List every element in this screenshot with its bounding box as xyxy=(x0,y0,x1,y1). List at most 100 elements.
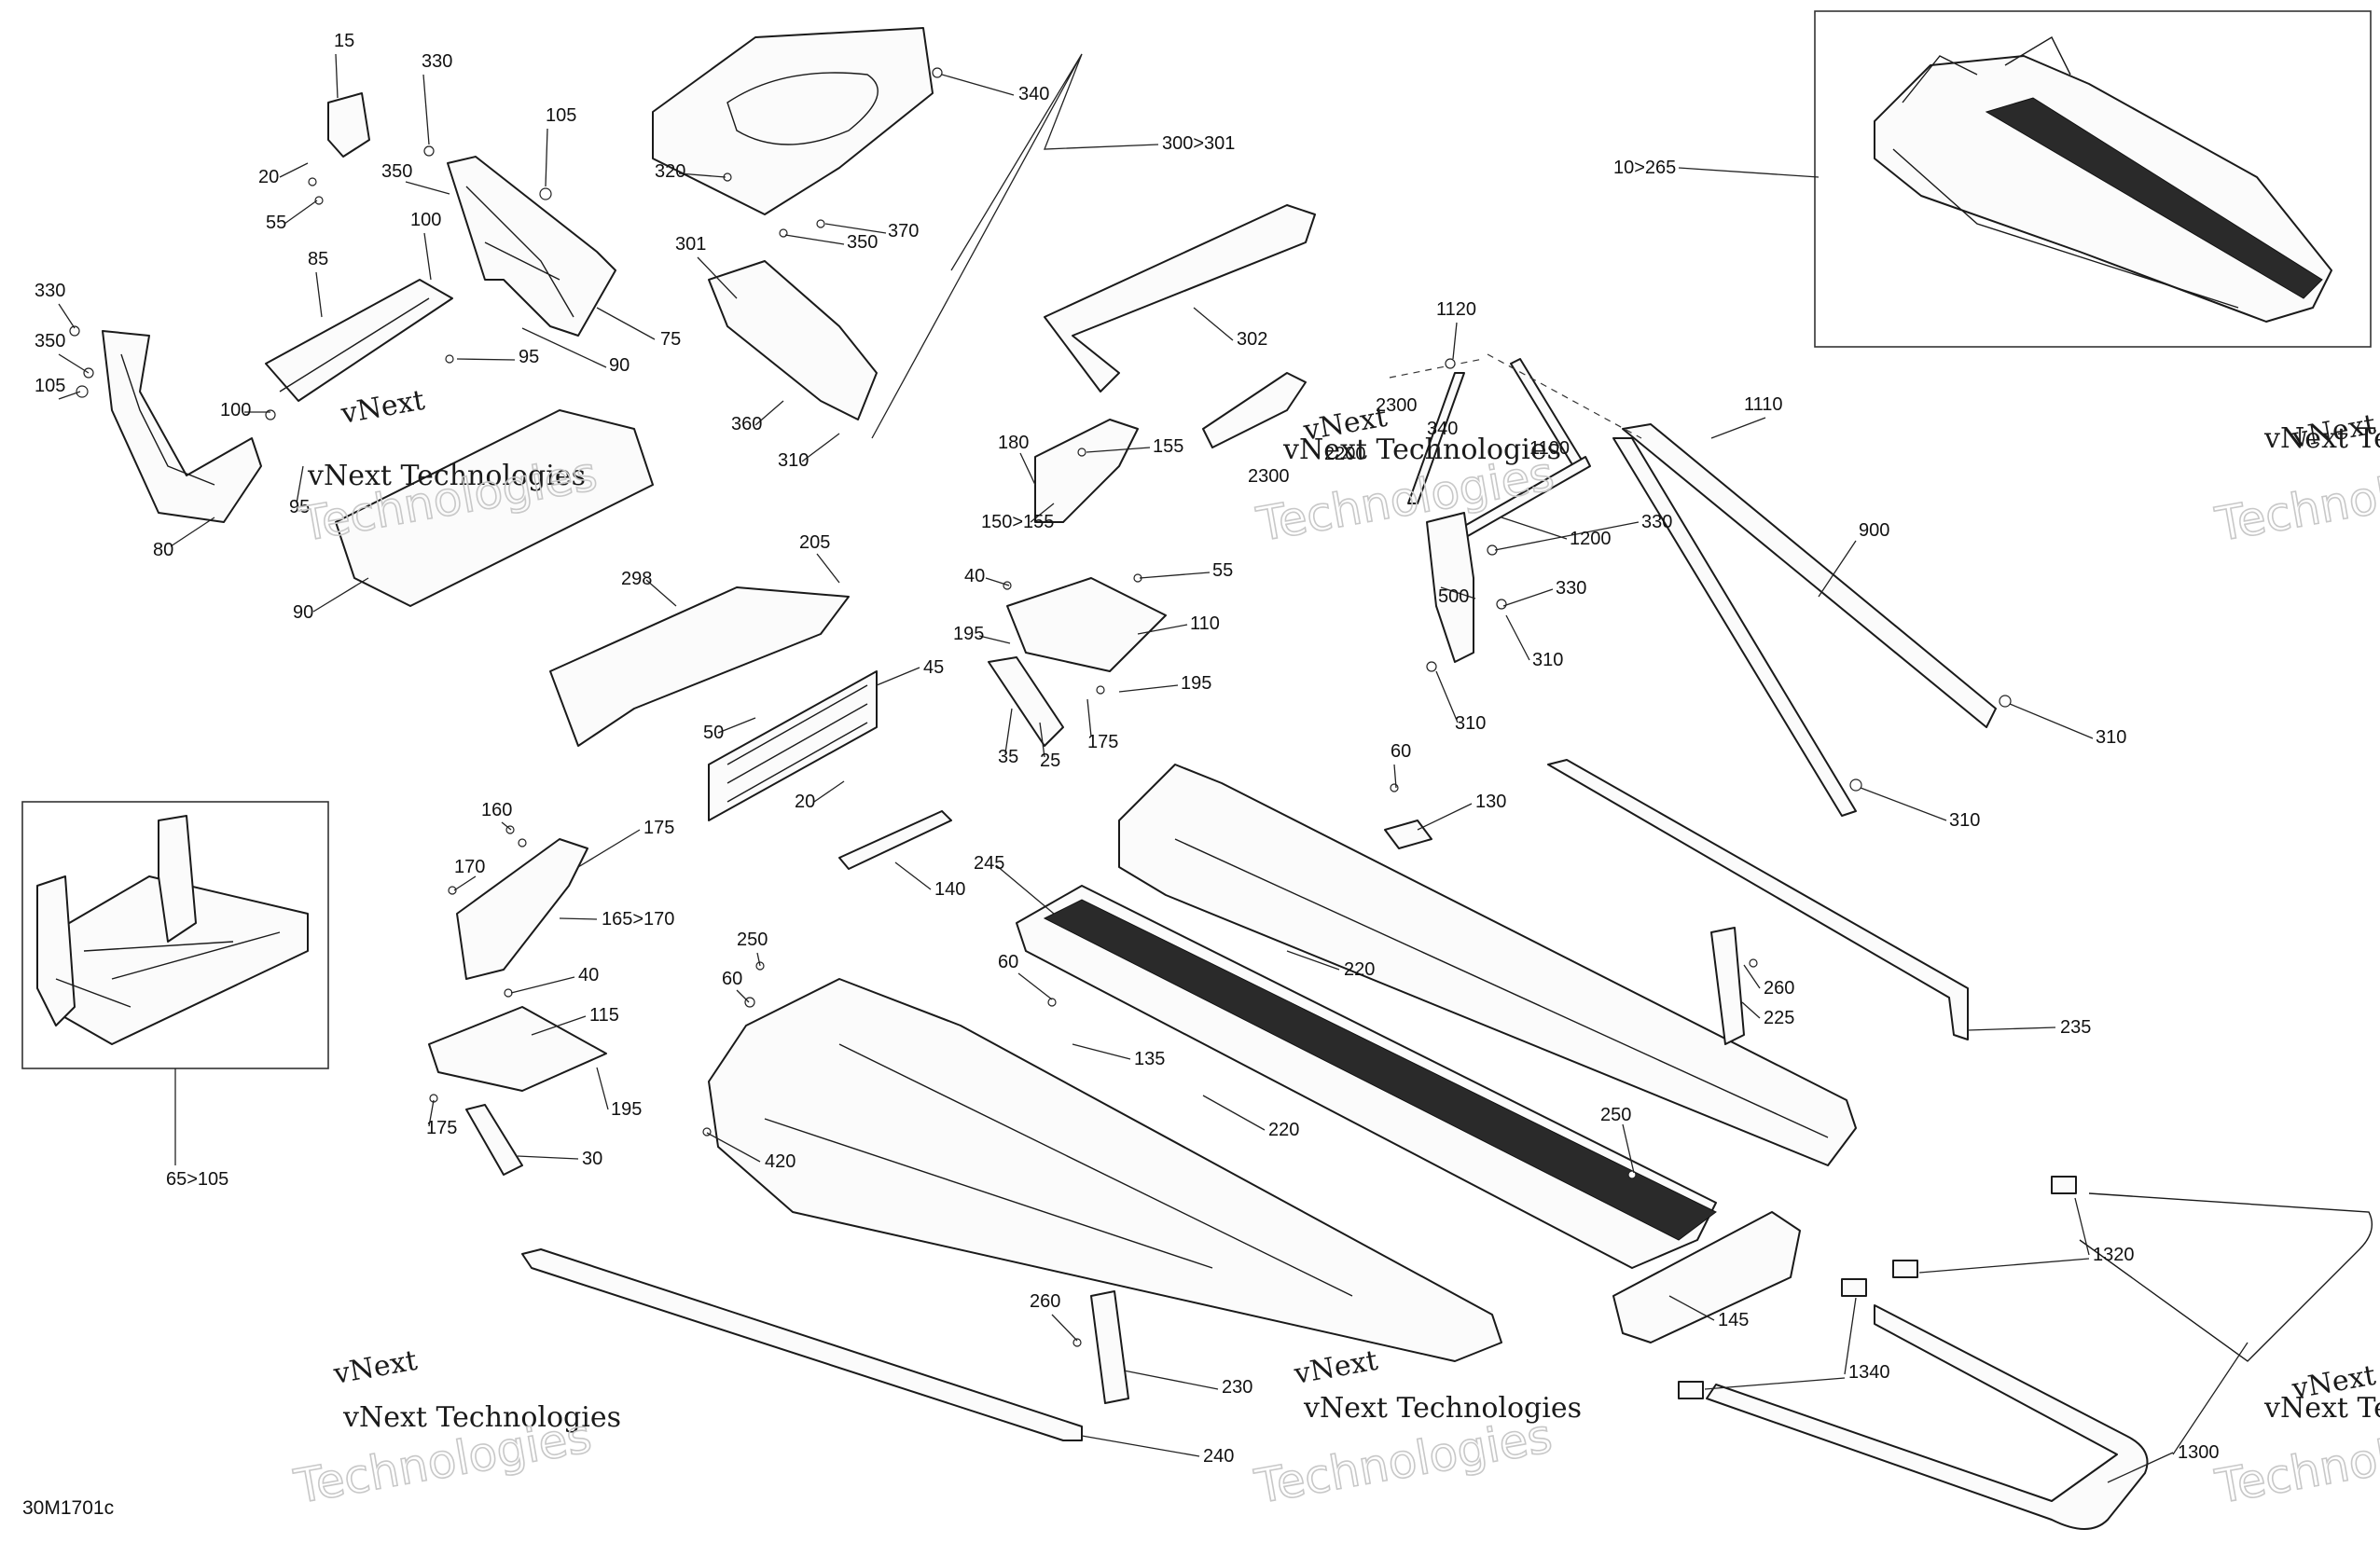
part-number-label: 340 xyxy=(1427,419,1458,439)
part-tray-115 xyxy=(428,1006,607,1092)
part-bracket-30 xyxy=(465,1104,523,1176)
part-number-label: 175 xyxy=(643,818,674,838)
part-number-label: 40 xyxy=(964,566,985,586)
part-number-label: 2300 xyxy=(1248,466,1290,487)
part-number-label: 130 xyxy=(1475,792,1506,812)
part-bumper-145 xyxy=(1612,1211,1801,1343)
part-number-label: 300>301 xyxy=(1162,133,1235,154)
part-number-label: 175 xyxy=(426,1118,457,1138)
part-frame-80 xyxy=(102,330,262,523)
part-number-label: 2300 xyxy=(1376,395,1418,416)
part-number-label: 90 xyxy=(609,355,630,376)
part-number-label: 500 xyxy=(1438,586,1469,607)
part-clip-1320b xyxy=(1892,1260,1918,1278)
part-number-label: 25 xyxy=(1040,751,1060,771)
drawing-code: 30M1701c xyxy=(22,1497,114,1519)
part-number-label: 60 xyxy=(998,952,1018,972)
watermark-group-5: vNext vNext Technologies Technologies xyxy=(1250,1344,1582,1515)
part-number-label: 60 xyxy=(722,969,742,989)
part-number-label: 1110 xyxy=(1744,394,1783,415)
part-number-label: 20 xyxy=(795,792,815,812)
part-number-label: 360 xyxy=(731,414,762,434)
part-number-label: 250 xyxy=(1600,1105,1631,1125)
part-number-label: 235 xyxy=(2060,1017,2091,1038)
watermark-brand: vNext Technologies xyxy=(2263,422,2380,455)
leader-lines xyxy=(58,53,2249,1483)
part-number-label: 80 xyxy=(153,540,173,560)
part-rear-bumper-1300 xyxy=(1706,1304,2149,1530)
part-number-label: 20 xyxy=(258,167,279,187)
part-pan-90 xyxy=(335,409,654,607)
part-number-label: 310 xyxy=(1949,810,1980,831)
part-number-label: 1300 xyxy=(2178,1442,2220,1463)
part-bracket-15 xyxy=(327,92,370,158)
part-tray-110 xyxy=(1006,577,1167,672)
part-arm-1120 xyxy=(1407,372,1465,504)
part-number-label: 150>155 xyxy=(981,512,1054,532)
part-number-label: 298 xyxy=(621,569,652,589)
part-number-label: 350 xyxy=(381,161,412,182)
part-number-label: 370 xyxy=(888,221,919,241)
part-number-label: 310 xyxy=(778,450,809,471)
part-bracket-165 xyxy=(456,838,588,980)
watermark-brand: vNext Technologies xyxy=(1303,1392,1582,1425)
part-number-label: 330 xyxy=(422,51,452,72)
part-number-label: 55 xyxy=(1212,560,1233,581)
part-number-label: 1340 xyxy=(1848,1362,1890,1383)
part-clip-1320a xyxy=(2051,1176,2077,1194)
part-rod-140 xyxy=(838,810,952,870)
part-number-label: 195 xyxy=(611,1099,642,1120)
watermark-technologies: Technologies xyxy=(2211,447,2380,552)
part-bracket-225 xyxy=(1710,927,1745,1045)
part-number-label: 55 xyxy=(266,213,286,233)
part-number-label: 105 xyxy=(546,105,576,126)
part-frame-75 xyxy=(447,156,616,337)
part-number-label: 90 xyxy=(293,602,313,623)
watermark-brand: vNext Technologies xyxy=(342,1401,621,1434)
part-number-label: 15 xyxy=(334,31,354,51)
watermark-vnext: vNext xyxy=(338,384,427,431)
part-number-label: 35 xyxy=(998,747,1018,767)
part-number-label: 350 xyxy=(847,232,878,253)
part-number-label: 310 xyxy=(2096,727,2126,748)
part-number-label: 100 xyxy=(220,400,251,420)
watermark-group-2: vNext vNext Technologies Technologies xyxy=(1252,401,1561,553)
part-number-label: 115 xyxy=(589,1005,619,1026)
part-number-label: 225 xyxy=(1764,1008,1794,1028)
watermark-group-4: vNext vNext Technologies Technologies xyxy=(289,1344,621,1515)
part-console-300 xyxy=(652,27,934,215)
part-number-label: 350 xyxy=(35,331,65,351)
watermark-group-6: vNext vNext Technologies Technologies xyxy=(2210,1359,2380,1515)
part-number-label: 95 xyxy=(519,347,539,367)
part-number-label: 170 xyxy=(454,857,485,877)
part-number-label: 310 xyxy=(1455,713,1486,734)
part-number-label: 105 xyxy=(35,376,65,396)
part-number-label: 195 xyxy=(953,624,984,644)
part-number-label: 1100 xyxy=(1529,438,1570,459)
part-bracket-2200 xyxy=(1202,372,1307,448)
part-tunnel-right xyxy=(1118,764,1857,1166)
inset-front-assembly-illustration xyxy=(36,815,309,1045)
part-number-label: 245 xyxy=(974,853,1004,874)
part-number-label: 195 xyxy=(1181,673,1211,694)
watermark-brand: vNext Technologies xyxy=(307,460,586,492)
part-number-label: 75 xyxy=(660,329,681,350)
part-number-label: 175 xyxy=(1087,732,1118,752)
part-number-label: 420 xyxy=(765,1151,796,1172)
part-number-label: 301 xyxy=(675,234,706,255)
part-number-label: 180 xyxy=(998,433,1029,453)
part-number-label: 330 xyxy=(1556,578,1586,599)
part-bracket-230 xyxy=(1090,1290,1129,1404)
watermark-group-3: vNext vNext Technologies Technologies xyxy=(2210,408,2380,553)
part-number-label: 260 xyxy=(1764,978,1794,999)
inset-complete-frame-illustration xyxy=(1874,36,2332,323)
part-number-label: 155 xyxy=(1153,436,1183,457)
part-number-label: 310 xyxy=(1532,650,1563,670)
part-bracket-150 xyxy=(1034,419,1139,523)
fasteners xyxy=(69,67,2012,1347)
part-number-label: 60 xyxy=(1391,741,1411,762)
part-number-label: 320 xyxy=(655,161,685,182)
part-number-label: 1200 xyxy=(1570,529,1612,549)
watermark-vnext: vNext xyxy=(1291,1344,1380,1391)
